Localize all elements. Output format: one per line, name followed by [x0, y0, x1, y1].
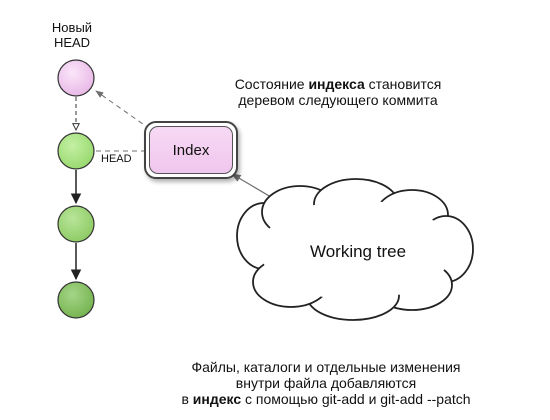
- commit-2: [57, 205, 95, 243]
- working-tree-label: Working tree: [309, 242, 407, 261]
- caption-segment: становится: [364, 76, 442, 92]
- caption-segment: с помощью git-add и git-add --patch: [241, 391, 471, 407]
- caption-segment: Файлы, каталоги и отдельные изменения: [191, 359, 461, 375]
- working-caption-line-2: внутри файла добавляются: [128, 375, 524, 391]
- new-head-label-line-1: Новый: [51, 20, 93, 35]
- index-box: Index: [144, 121, 238, 179]
- index-caption-line-2: деревом следующего коммита: [200, 92, 476, 108]
- caption-segment: в: [181, 391, 193, 407]
- index-to-new-head-arrow: [95, 90, 151, 130]
- caption-segment: внутри файла добавляются: [235, 375, 417, 391]
- commit-3: [57, 281, 95, 319]
- index-label: Index: [172, 141, 210, 159]
- caption-segment: Состояние: [234, 76, 309, 92]
- working-tree-cloud: [236, 178, 474, 321]
- new-head-label: Новый HEAD: [32, 20, 112, 50]
- working-tree-caption: Файлы, каталоги и отдельные изменения вн…: [128, 359, 524, 407]
- index-caption-line-1: Состояние индекса становится: [200, 76, 476, 92]
- index-box-inner: Index: [149, 126, 233, 174]
- new-head-commit: [57, 59, 95, 97]
- caption-segment: деревом следующего коммита: [238, 92, 438, 108]
- caption-segment-bold: индекс: [192, 391, 242, 407]
- index-caption: Состояние индекса становится деревом сле…: [200, 76, 476, 108]
- caption-segment-bold: индекса: [308, 76, 365, 92]
- working-caption-line-1: Файлы, каталоги и отдельные изменения: [128, 359, 524, 375]
- working-tree-to-index-arrow: [231, 173, 277, 201]
- head-label: HEAD: [101, 153, 132, 165]
- working-caption-line-3: в индекс с помощью git-add и git-add --p…: [128, 391, 524, 407]
- head-commit: [57, 132, 95, 170]
- new-head-label-line-2: HEAD: [53, 35, 91, 50]
